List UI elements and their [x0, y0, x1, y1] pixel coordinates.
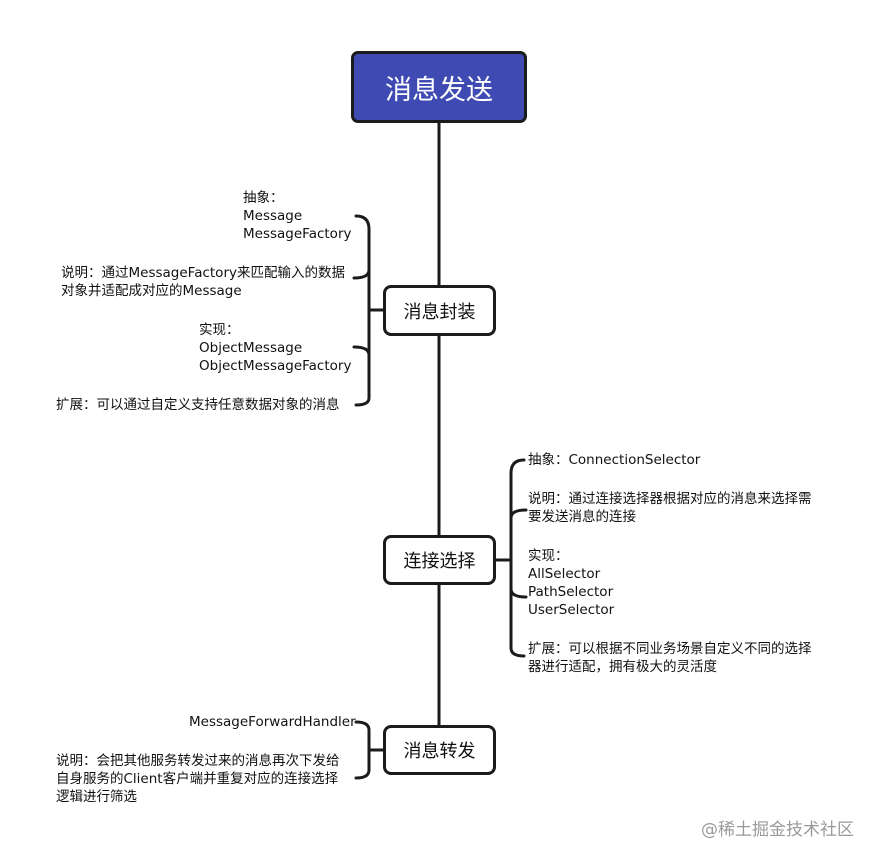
bracket-forward [354, 720, 371, 780]
forward-desc-line: 说明：会把其他服务转发过来的消息再次下发给 [56, 753, 340, 769]
encapsulate-desc: 说明：通过MessageFactory来匹配输入的数据 对象并适配成对应的Mes… [61, 264, 345, 300]
select-desc-line: 说明：通过连接选择器根据对应的消息来选择需 [528, 491, 812, 507]
encapsulate-impl: 实现： ObjectMessage ObjectMessageFactory [199, 321, 351, 375]
encapsulate-desc-line: 对象并适配成对应的Message [61, 283, 242, 299]
bracket-select [509, 458, 526, 658]
encapsulate-abstract-item: MessageFactory [243, 226, 352, 242]
select-impl-label: 实现： [528, 548, 569, 564]
forward-desc-line: 逻辑进行筛选 [56, 789, 137, 805]
node-encapsulate-label: 消息封装 [403, 301, 476, 323]
node-select: 连接选择 [383, 535, 496, 585]
forward-handler: MessageForwardHandler [189, 714, 356, 730]
select-extend-line: 器进行适配，拥有极大的灵活度 [528, 659, 717, 675]
encapsulate-desc-line: 说明：通过MessageFactory来匹配输入的数据 [61, 265, 345, 281]
bracket-encapsulate [354, 214, 371, 407]
node-encapsulate: 消息封装 [383, 285, 496, 336]
bracket-tick-select-impl [509, 587, 528, 599]
select-abstract: 抽象：ConnectionSelector [528, 452, 701, 468]
select-impl-item: UserSelector [528, 602, 615, 618]
node-select-label: 连接选择 [403, 551, 476, 572]
bracket-tick-impl [352, 345, 371, 357]
node-forward: 消息转发 [383, 725, 496, 775]
encapsulate-abstract: 抽象： Message MessageFactory [243, 189, 351, 243]
select-impl: 实现： AllSelector PathSelector UserSelecto… [528, 547, 614, 619]
select-impl-item: AllSelector [528, 566, 601, 582]
encapsulate-impl-item: ObjectMessageFactory [199, 358, 352, 374]
encapsulate-abstract-label: 抽象： [243, 190, 284, 206]
forward-desc-line: 自身服务的Client客户端并重复对应的连接选择 [56, 771, 339, 787]
select-extend-line: 扩展：可以根据不同业务场景自定义不同的选择 [528, 641, 812, 657]
bracket-tick-desc [352, 268, 371, 280]
encapsulate-abstract-item: Message [243, 208, 303, 224]
bracket-tick-select-desc [509, 508, 528, 520]
watermark: @稀土掘金技术社区 [701, 820, 854, 840]
select-extend: 扩展：可以根据不同业务场景自定义不同的选择 器进行适配，拥有极大的灵活度 [528, 640, 812, 676]
select-desc-line: 要发送消息的连接 [528, 509, 636, 525]
encapsulate-extend: 扩展：可以通过自定义支持任意数据对象的消息 [56, 397, 340, 413]
root-node: 消息发送 [351, 51, 527, 123]
encapsulate-impl-label: 实现： [199, 322, 240, 338]
encapsulate-impl-item: ObjectMessage [199, 340, 303, 356]
node-forward-label: 消息转发 [403, 741, 476, 762]
select-desc: 说明：通过连接选择器根据对应的消息来选择需 要发送消息的连接 [528, 490, 812, 526]
select-impl-item: PathSelector [528, 584, 614, 600]
forward-desc: 说明：会把其他服务转发过来的消息再次下发给 自身服务的Client客户端并重复对… [56, 752, 340, 806]
